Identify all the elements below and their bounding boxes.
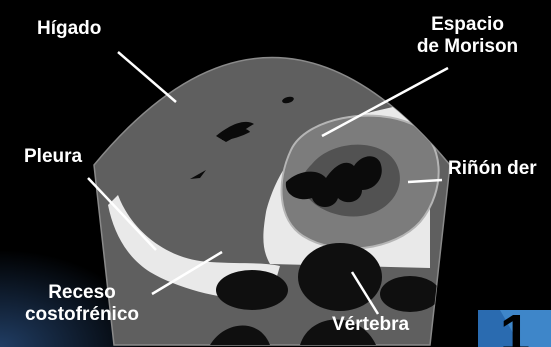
label-espacio-line2: de Morison [410,36,525,58]
label-espacio-line1: Espacio [410,14,525,36]
label-receso-line1: Receso [12,282,152,304]
label-receso-costofrenico: Receso costofrénico [12,282,152,326]
label-rinon: Riñón der [448,158,537,180]
label-espacio-de-morison: Espacio de Morison [410,14,525,58]
slide-number-text: 1 [500,304,530,347]
label-receso-line2: costofrénico [12,304,152,326]
label-pleura: Pleura [24,146,82,168]
slide-number-badge: 1 [478,304,551,347]
label-higado: Hígado [37,18,101,40]
label-vertebra: Vértebra [332,314,409,336]
